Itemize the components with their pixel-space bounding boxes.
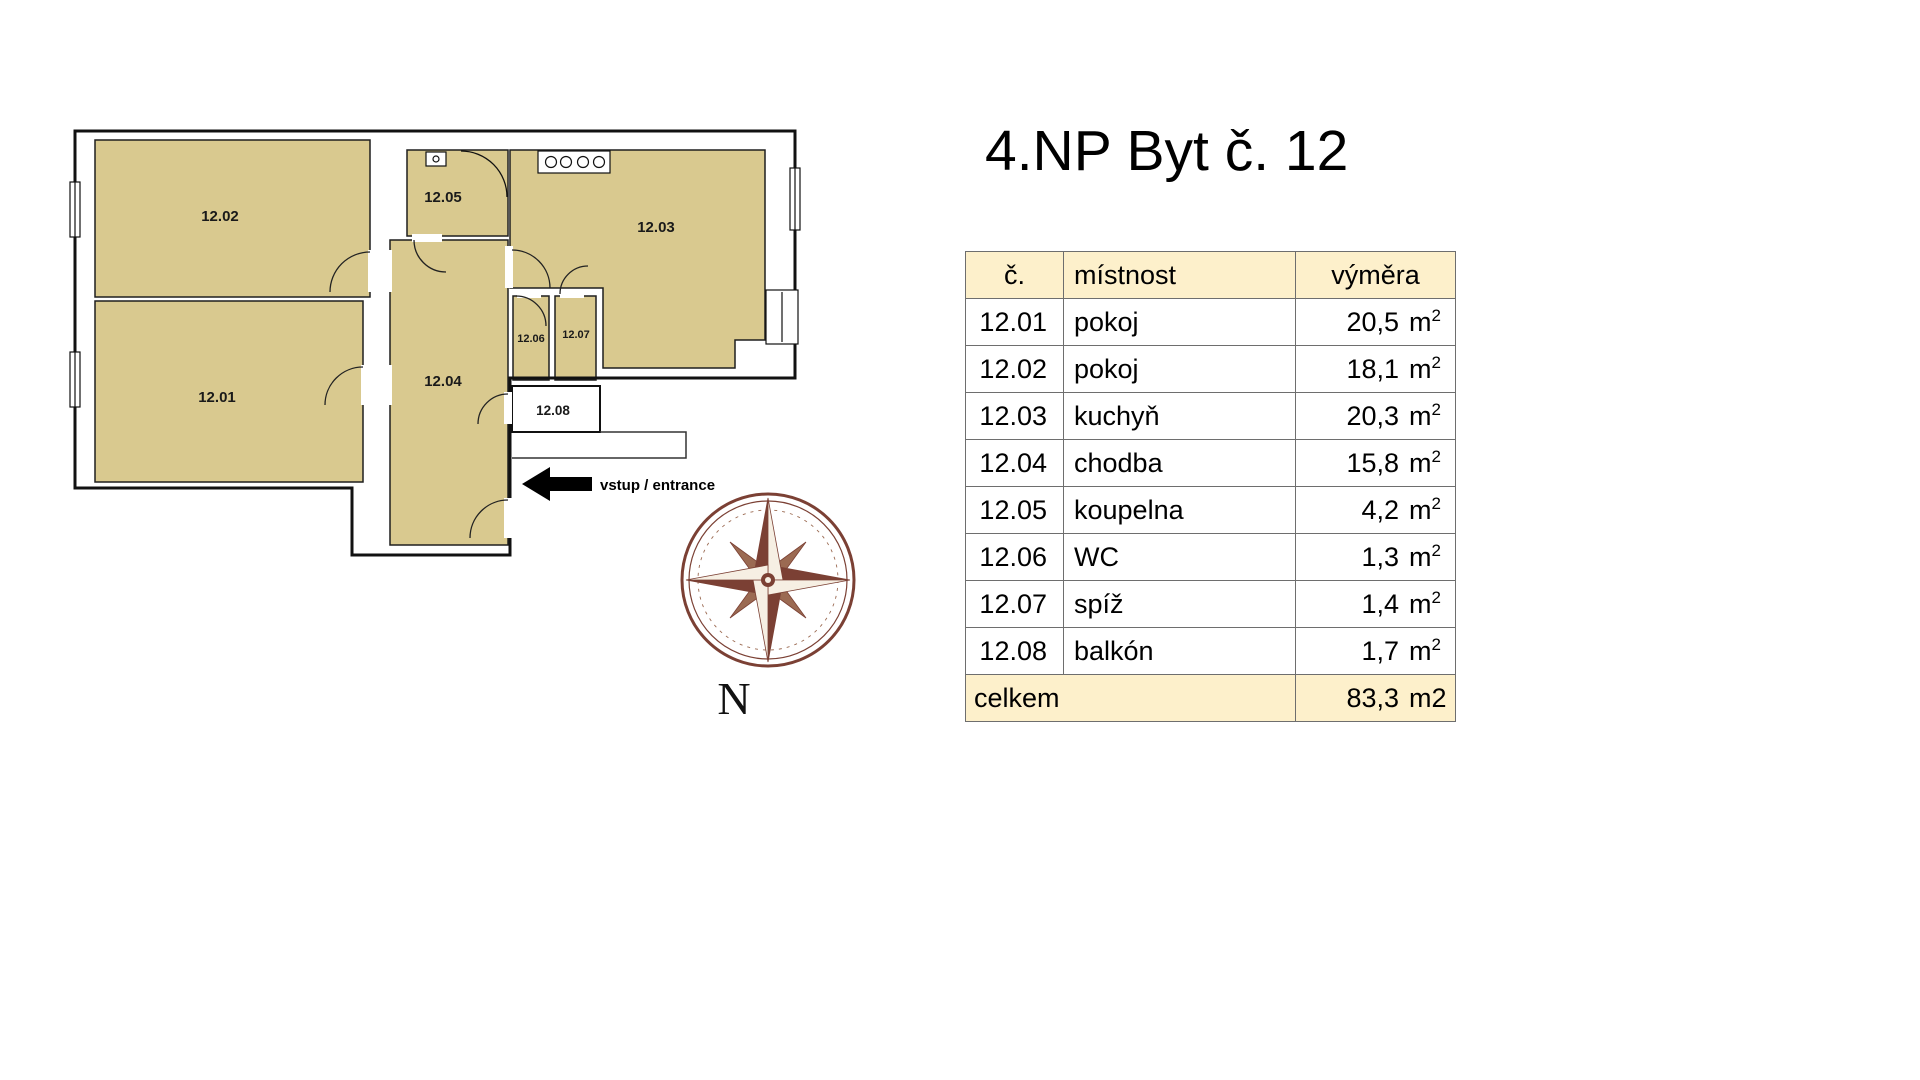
room-12-06-shape bbox=[512, 295, 550, 381]
area-unit: m2 bbox=[1409, 587, 1441, 619]
floor-plan-svg: 12.02 12.01 12.05 12.03 12.04 12.06 12.0… bbox=[69, 129, 856, 724]
landing-outline bbox=[512, 431, 687, 459]
table-header-row: č. místnost výměra bbox=[965, 251, 1456, 299]
table-row: 12.02 pokoj 18,1 m2 bbox=[965, 345, 1456, 393]
room-name-cell: chodba bbox=[1063, 439, 1296, 487]
room-number-cell: 12.02 bbox=[965, 345, 1064, 393]
room-area-cell: 1,4 m2 bbox=[1295, 580, 1456, 628]
room-area-cell: 1,7 m2 bbox=[1295, 627, 1456, 675]
room-12-08-shape bbox=[511, 385, 601, 433]
room-number-cell: 12.07 bbox=[965, 580, 1064, 628]
room-name-cell: pokoj bbox=[1063, 298, 1296, 346]
stove-icon bbox=[537, 150, 611, 174]
room-area-cell: 4,2 m2 bbox=[1295, 486, 1456, 534]
area-unit: m2 bbox=[1409, 540, 1441, 572]
room-number-cell: 12.05 bbox=[965, 486, 1064, 534]
room-label-12-01: 12.01 bbox=[198, 389, 236, 406]
room-number-cell: 12.08 bbox=[965, 627, 1064, 675]
room-number-cell: 12.01 bbox=[965, 298, 1064, 346]
room-area-cell: 15,8 m2 bbox=[1295, 439, 1456, 487]
area-unit: m2 bbox=[1409, 399, 1441, 431]
header-room: místnost bbox=[1063, 251, 1296, 299]
table-row: 12.05 koupelna 4,2 m2 bbox=[965, 486, 1456, 534]
table-row: 12.04 chodba 15,8 m2 bbox=[965, 439, 1456, 487]
room-number-cell: 12.03 bbox=[965, 392, 1064, 440]
header-area: výměra bbox=[1295, 251, 1456, 299]
room-area-cell: 1,3 m2 bbox=[1295, 533, 1456, 581]
area-value: 1,4 bbox=[1361, 588, 1399, 619]
room-12-07-shape bbox=[554, 295, 597, 381]
total-area-value: 83,3 bbox=[1346, 682, 1399, 713]
corner-fixture-icon bbox=[460, 150, 508, 198]
room-12-04-shape bbox=[389, 239, 509, 546]
room-name-cell: kuchyň bbox=[1063, 392, 1296, 440]
room-name-cell: WC bbox=[1063, 533, 1296, 581]
room-area-cell: 20,5 m2 bbox=[1295, 298, 1456, 346]
table-row: 12.07 spíž 1,4 m2 bbox=[965, 580, 1456, 628]
area-unit: m2 bbox=[1409, 352, 1441, 384]
room-12-01-shape bbox=[94, 300, 364, 483]
room-label-12-08: 12.08 bbox=[536, 403, 570, 418]
room-area-table: č. místnost výměra 12.01 pokoj 20,5 m2 12… bbox=[965, 251, 1456, 722]
room-12-05-shape bbox=[406, 149, 509, 237]
compass-rose-icon bbox=[680, 492, 856, 668]
sink-icon bbox=[425, 151, 447, 167]
total-area-unit: m2 bbox=[1409, 682, 1447, 713]
room-area-cell: 18,1 m2 bbox=[1295, 345, 1456, 393]
room-label-12-03: 12.03 bbox=[637, 219, 675, 236]
table-row: 12.03 kuchyň 20,3 m2 bbox=[965, 392, 1456, 440]
room-12-02-shape bbox=[94, 139, 371, 298]
total-area-cell: 83,3 m2 bbox=[1295, 674, 1456, 722]
area-unit: m2 bbox=[1409, 493, 1441, 525]
area-value: 20,3 bbox=[1346, 400, 1399, 431]
area-unit: m2 bbox=[1409, 305, 1441, 337]
room-number-cell: 12.06 bbox=[965, 533, 1064, 581]
room-name-cell: balkón bbox=[1063, 627, 1296, 675]
room-label-12-07: 12.07 bbox=[562, 329, 590, 341]
room-name-cell: pokoj bbox=[1063, 345, 1296, 393]
header-number: č. bbox=[965, 251, 1064, 299]
room-label-12-04: 12.04 bbox=[424, 373, 462, 390]
table-total-row: celkem 83,3 m2 bbox=[965, 674, 1456, 722]
table-row: 12.06 WC 1,3 m2 bbox=[965, 533, 1456, 581]
area-value: 1,7 bbox=[1361, 635, 1399, 666]
door-arcs bbox=[324, 239, 589, 539]
area-value: 18,1 bbox=[1346, 353, 1399, 384]
table-row: 12.08 balkón 1,7 m2 bbox=[965, 627, 1456, 675]
room-area-cell: 20,3 m2 bbox=[1295, 392, 1456, 440]
floor-plan: 12.02 12.01 12.05 12.03 12.04 12.06 12.0… bbox=[0, 0, 900, 780]
room-12-03-shape bbox=[509, 149, 766, 369]
area-value: 20,5 bbox=[1346, 306, 1399, 337]
area-value: 4,2 bbox=[1361, 494, 1399, 525]
room-label-12-05: 12.05 bbox=[424, 189, 462, 206]
room-name-cell: spíž bbox=[1063, 580, 1296, 628]
room-name-cell: koupelna bbox=[1063, 486, 1296, 534]
window-icons bbox=[69, 167, 801, 408]
area-unit: m2 bbox=[1409, 446, 1441, 478]
area-unit: m2 bbox=[1409, 634, 1441, 666]
room-number-cell: 12.04 bbox=[965, 439, 1064, 487]
entrance-arrow-icon bbox=[522, 467, 592, 501]
area-value: 15,8 bbox=[1346, 447, 1399, 478]
area-value: 1,3 bbox=[1361, 541, 1399, 572]
page-title: 4.NP Byt č. 12 bbox=[985, 119, 1349, 183]
entrance-label: vstup / entrance bbox=[600, 477, 715, 494]
north-label: N bbox=[717, 673, 750, 724]
total-label-cell: celkem bbox=[965, 674, 1296, 722]
table-row: 12.01 pokoj 20,5 m2 bbox=[965, 298, 1456, 346]
room-label-12-06: 12.06 bbox=[517, 333, 545, 345]
room-label-12-02: 12.02 bbox=[201, 208, 239, 225]
